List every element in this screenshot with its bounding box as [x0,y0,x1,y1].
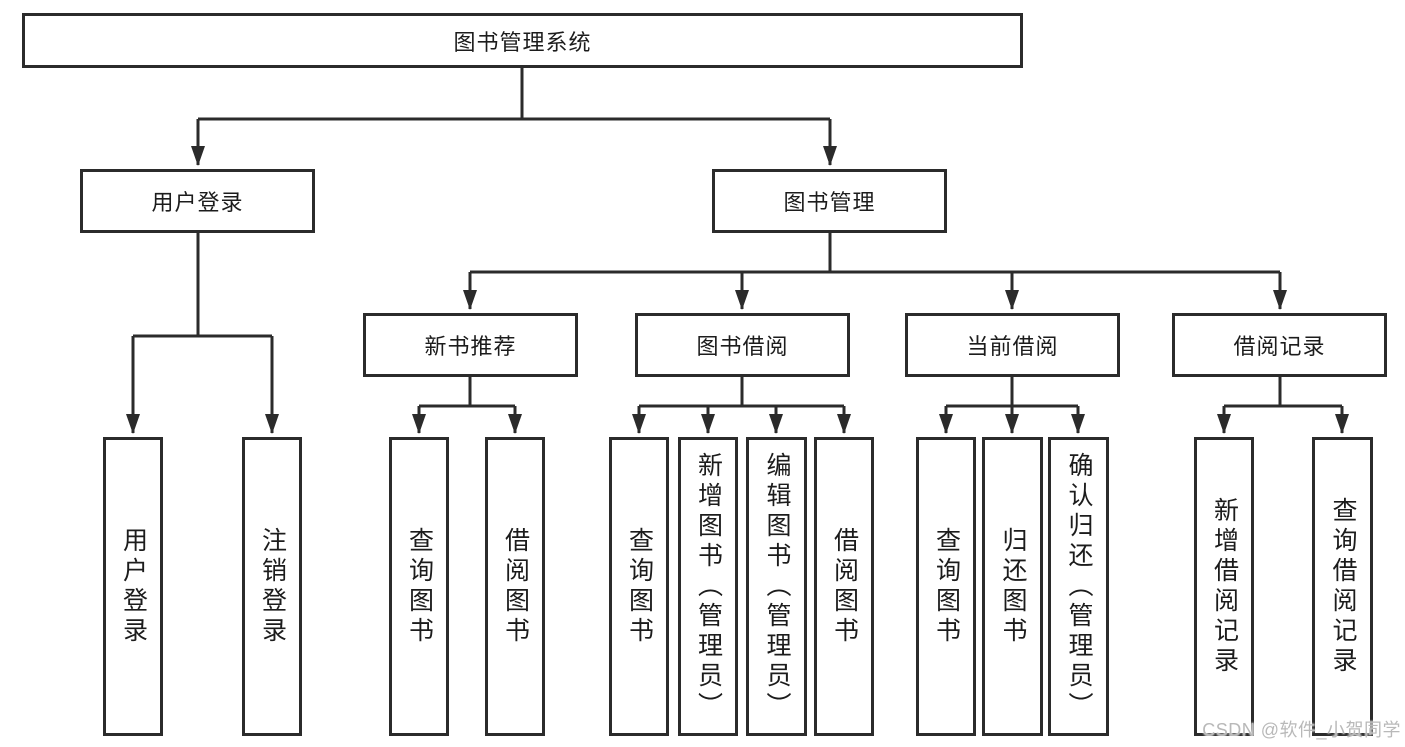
leaf-query-borrow-record: 查询借阅记录 [1312,437,1373,736]
leaf-label: 查询借阅记录 [1329,496,1357,677]
csdn-watermark: CSDN @软件_小贺同学 [1202,720,1401,740]
node-root: 图书管理系统 [22,13,1023,68]
node-book-borrow: 图书借阅 [635,313,850,377]
node-user-login: 用户登录 [80,169,315,233]
leaf-label: 新增图书（管理员） [694,451,723,722]
leaf-edit-books-admin: 编辑图书（管理员） [746,437,807,736]
node-new-book-recommend-label: 新书推荐 [424,334,517,359]
node-user-login-label: 用户登录 [151,190,244,215]
leaf-borrow-books-recommend: 借阅图书 [485,437,545,736]
node-current-borrow-label: 当前借阅 [966,334,1059,359]
leaf-label: 查询图书 [625,526,654,647]
node-borrow-records: 借阅记录 [1172,313,1387,377]
leaf-logout: 注销登录 [242,437,302,736]
node-new-book-recommend: 新书推荐 [363,313,578,377]
node-book-borrow-label: 图书借阅 [696,334,789,359]
leaf-label: 借阅图书 [830,526,859,647]
leaf-confirm-return-admin: 确认归还（管理员） [1048,437,1109,736]
leaf-label: 新增借阅记录 [1210,496,1239,677]
node-borrow-records-label: 借阅记录 [1233,334,1326,359]
leaf-borrow-books: 借阅图书 [814,437,874,736]
leaf-label: 查询图书 [405,526,434,647]
leaf-label: 编辑图书（管理员） [763,451,791,722]
leaf-add-books-admin: 新增图书（管理员） [678,437,738,736]
leaf-return-books: 归还图书 [982,437,1043,736]
leaf-label: 用户登录 [119,526,148,647]
node-book-management-label: 图书管理 [783,190,876,215]
node-current-borrow: 当前借阅 [905,313,1120,377]
leaf-label: 归还图书 [999,526,1027,647]
leaf-query-books-recommend: 查询图书 [389,437,449,736]
leaf-add-borrow-record: 新增借阅记录 [1194,437,1254,736]
leaf-label: 借阅图书 [501,526,530,647]
leaf-query-books-borrow: 查询图书 [609,437,669,736]
node-root-label: 图书管理系统 [453,29,592,55]
leaf-label: 查询图书 [932,526,961,647]
leaf-label: 确认归还（管理员） [1065,451,1093,722]
leaf-label: 注销登录 [258,526,287,647]
node-book-management: 图书管理 [712,169,947,233]
leaf-user-login: 用户登录 [103,437,163,736]
leaf-query-books-current: 查询图书 [916,437,976,736]
